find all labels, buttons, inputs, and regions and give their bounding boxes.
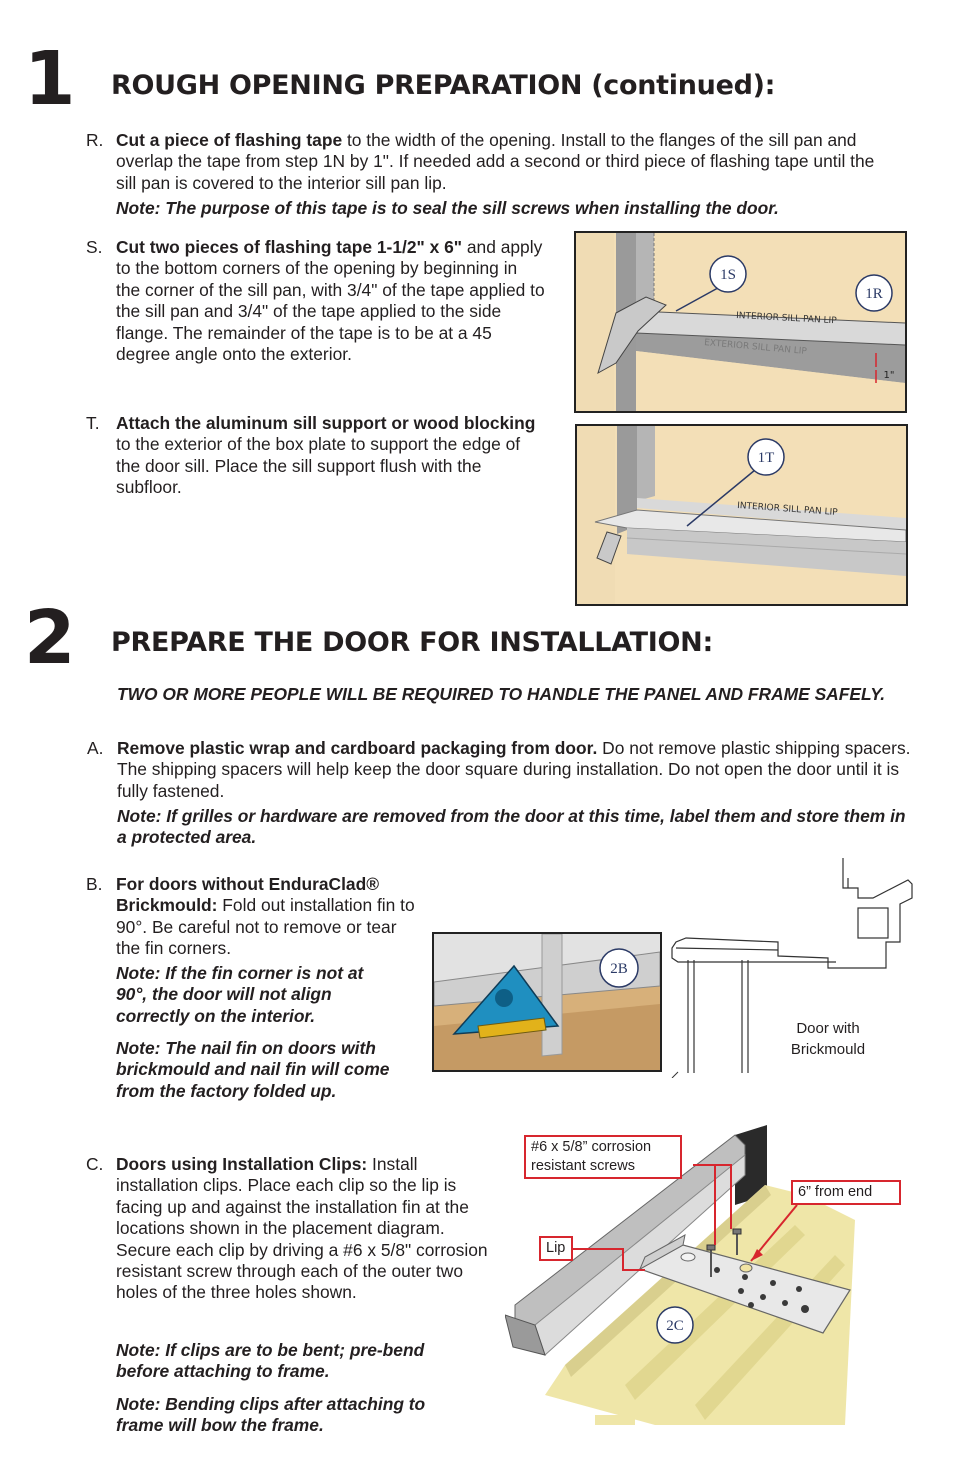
section-number-1: 1 [24, 36, 75, 122]
screws-label-line2: resistant screws [531, 1158, 635, 1174]
step-c-note-2: Note: Bending clips after attaching to f… [116, 1394, 426, 1436]
step-s: S. Cut two pieces of flashing tape 1-1/2… [86, 237, 546, 365]
screws-callout: #6 x 5/8” corrosion resistant screws [524, 1135, 682, 1179]
step-a-bold: Remove plastic wrap and cardboard packag… [117, 738, 598, 758]
callout-1r: 1R [865, 286, 883, 302]
step-t-text: to the exterior of the box plate to supp… [116, 434, 521, 498]
brickmould-profile-drawing [671, 858, 913, 1079]
step-t: T. Attach the aluminum sill support or w… [86, 413, 536, 499]
step-b-note-1: Note: If the fin corner is not at 90°, t… [116, 963, 364, 1026]
step-c: C. Doors using Installation Clips: Insta… [86, 1154, 488, 1304]
step-r-note: Note: The purpose of this tape is to sea… [116, 198, 779, 218]
from-end-callout: 6” from end [791, 1180, 901, 1205]
figure-fold-fin-drawing: 2B [434, 934, 660, 1070]
step-r: R. Cut a piece of flashing tape to the w… [86, 130, 886, 194]
step-letter: A. [87, 738, 104, 758]
figure-sill-support: 1T INTERIOR SILL PAN LIP [575, 424, 908, 606]
step-c-note-1: Note: If clips are to be bent; pre-bend … [116, 1340, 425, 1382]
lip-callout: Lip [539, 1236, 573, 1261]
section-title-2: PREPARE THE DOOR FOR INSTALLATION: [111, 627, 713, 658]
screws-label-line1: #6 x 5/8” corrosion [531, 1139, 652, 1155]
figure-sill-pan-tape-drawing: 1S 1R INTERIOR SILL PAN LIP EXTERIOR SIL… [576, 233, 905, 411]
step-c-bold: Doors using Installation Clips: [116, 1154, 368, 1174]
step-b-note-2: Note: The nail fin on doors with brickmo… [116, 1038, 390, 1101]
brickmould-caption-line1: Door with [796, 1020, 860, 1037]
callout-1s: 1S [720, 267, 736, 283]
step-letter: R. [86, 130, 104, 150]
brickmould-caption-line2: Brickmould [790, 1041, 866, 1058]
step-letter: T. [86, 413, 100, 433]
callout-2c: 2C [666, 1318, 684, 1334]
figure-fold-fin: 2B [432, 932, 662, 1072]
step-c-text: Install installation clips. Place each c… [116, 1154, 488, 1303]
figure-brickmould: Door with Brickmould [668, 858, 918, 1079]
step-b-bold: For doors without EnduraClad® Brickmould… [116, 874, 380, 916]
step-s-bold: Cut two pieces of flashing tape 1-1/2" x… [116, 237, 463, 257]
safety-warning: TWO OR MORE PEOPLE WILL BE REQUIRED TO H… [117, 684, 886, 704]
step-letter: B. [86, 874, 103, 894]
figure-sill-support-drawing: 1T INTERIOR SILL PAN LIP [577, 426, 906, 604]
step-letter: S. [86, 237, 103, 257]
installation-clip-drawing: 2C [504, 1125, 855, 1425]
step-r-text: to the width of the opening. Install to … [116, 130, 875, 193]
step-a-note: Note: If grilles or hardware are removed… [117, 806, 906, 848]
step-t-bold: Attach the aluminum sill support or wood… [116, 413, 536, 433]
step-a: A. Remove plastic wrap and cardboard pac… [87, 738, 917, 802]
callout-1t: 1T [758, 450, 775, 466]
step-r-bold: Cut a piece of flashing tape [116, 130, 343, 150]
step-letter: C. [86, 1154, 104, 1174]
figure-installation-clip: 2C #6 x 5/8” corrosion resistant screws … [504, 1125, 915, 1425]
dimension-label: 1" [884, 370, 895, 381]
step-b-text: Fold out installation fin to 90°. Be car… [116, 895, 415, 959]
brickmould-caption: Door with Brickmould [758, 1018, 898, 1060]
step-s-text: and apply to the bottom corners of the o… [116, 237, 545, 365]
callout-2b: 2B [610, 961, 628, 977]
step-b: B. For doors without EnduraClad® Brickmo… [86, 874, 416, 960]
section-title-1: ROUGH OPENING PREPARATION (continued): [111, 70, 776, 101]
section-number-2: 2 [24, 595, 75, 681]
figure-sill-pan-tape: 1S 1R INTERIOR SILL PAN LIP EXTERIOR SIL… [574, 231, 907, 413]
step-a-text: Do not remove plastic shipping spacers. … [117, 738, 911, 801]
